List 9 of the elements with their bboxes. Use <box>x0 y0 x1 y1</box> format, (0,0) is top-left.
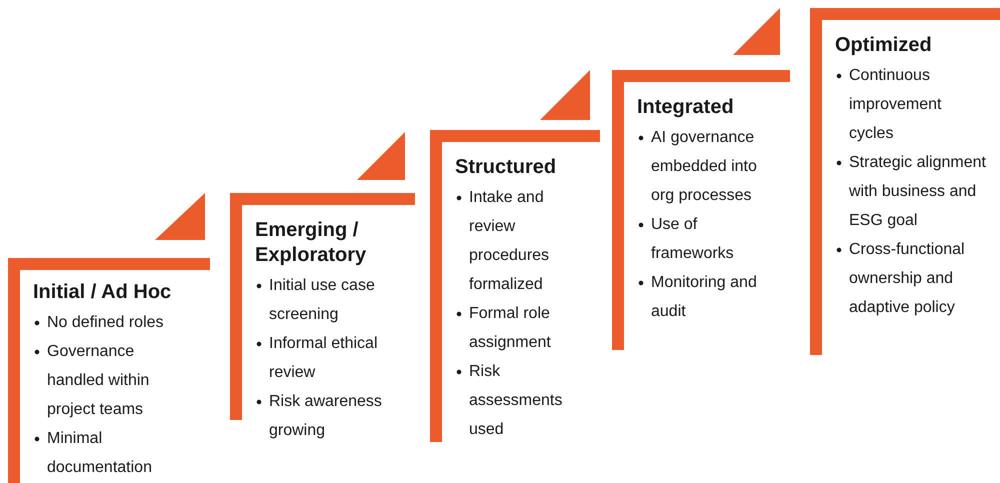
step-heading: Optimized <box>835 33 933 58</box>
step-heading: Emerging / Exploratory <box>255 218 368 268</box>
step-heading: Initial / Ad Hoc <box>33 280 172 305</box>
step-bracket <box>8 258 210 483</box>
step-heading: Structured <box>455 155 558 180</box>
step-heading: Integrated <box>637 95 735 120</box>
step-bracket <box>810 8 1000 355</box>
step-bracket <box>612 70 790 350</box>
step-bracket <box>430 130 600 442</box>
